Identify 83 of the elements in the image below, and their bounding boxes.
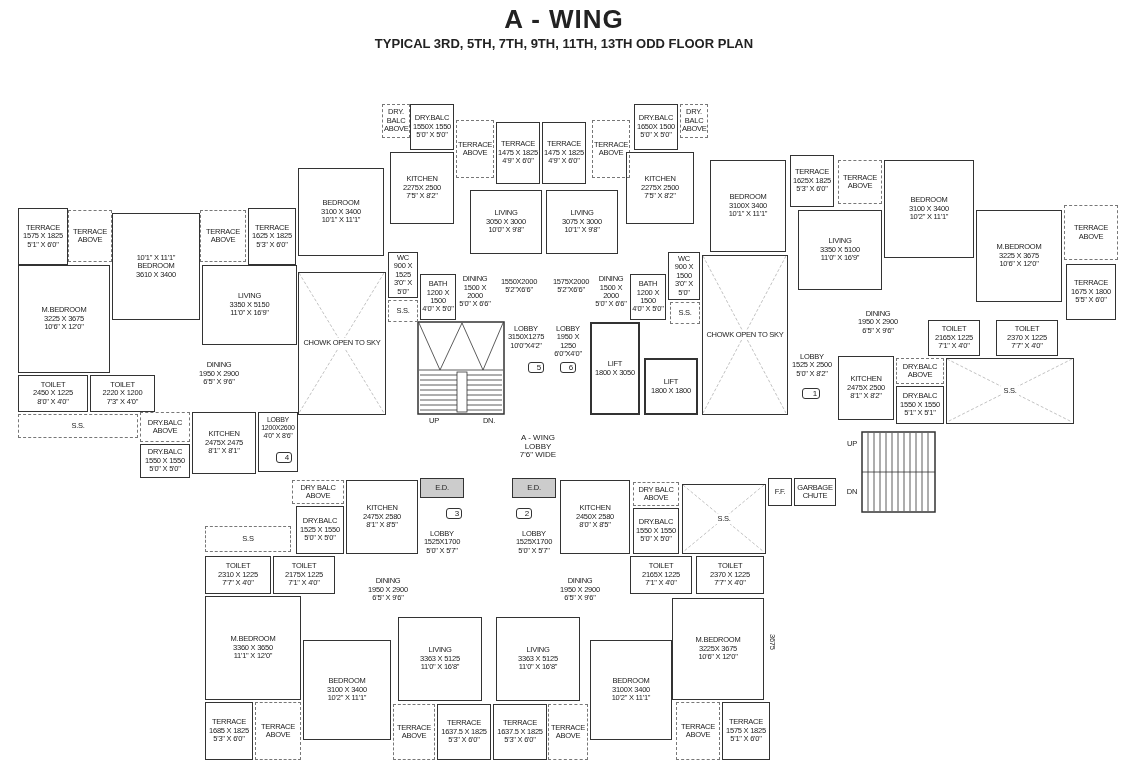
room-outline: [398, 617, 482, 701]
room-outline: [90, 375, 155, 412]
room-outline: [493, 704, 547, 760]
room-outline: [710, 160, 786, 252]
room-outline: [496, 617, 580, 701]
lobby-number-tag: 5: [528, 362, 544, 373]
room-outline: [884, 160, 974, 258]
room-outline: [560, 480, 630, 554]
room-outline: [590, 640, 672, 740]
lobby-number-tag: 2: [516, 508, 532, 519]
dashed-area-outline: [68, 210, 112, 262]
dashed-area-outline: [456, 120, 494, 178]
room-outline: [672, 598, 764, 700]
dashed-area-outline: [140, 412, 190, 442]
room-outline: [420, 274, 456, 320]
duct-area: [420, 478, 464, 498]
room-outline: [768, 478, 792, 506]
floor-plan-subtitle: TYPICAL 3RD, 5TH, 7TH, 9TH, 11TH, 13TH ODD FLOOR PLAN: [373, 36, 755, 53]
room-outline: [112, 213, 200, 320]
room-outline: [298, 168, 384, 256]
room-outline: [928, 320, 980, 356]
dashed-area-outline: [592, 120, 630, 178]
room-outline: [838, 356, 894, 420]
room-outline: [248, 208, 296, 265]
room-outline: [296, 506, 344, 554]
room-outline: [18, 208, 68, 265]
room-outline: [633, 508, 679, 554]
lobby-number-tag: 3: [446, 508, 462, 519]
room-outline: [696, 556, 764, 594]
room-outline: [496, 122, 540, 184]
dashed-area-outline: [1064, 205, 1118, 260]
dashed-area-outline: [18, 414, 138, 438]
room-outline: [630, 556, 692, 594]
dashed-area-outline: [292, 480, 344, 504]
room-outline: [205, 596, 301, 700]
room-outline: [634, 104, 678, 150]
room-outline: [205, 556, 271, 594]
room-outline: [192, 412, 256, 474]
lobby-number-tag: 4: [276, 452, 292, 463]
room-outline: [390, 152, 454, 224]
room-outline: [205, 702, 253, 760]
room-outline: [140, 444, 190, 478]
room-outline: [202, 265, 297, 345]
room-outline: [626, 152, 694, 224]
room-outline: [976, 210, 1062, 302]
room-outline: [303, 640, 391, 740]
room-outline: [546, 190, 618, 254]
room-outline: [470, 190, 542, 254]
room-outline: [794, 478, 836, 506]
room-outline: [996, 320, 1058, 356]
dashed-area-outline: [388, 300, 418, 322]
room-outline: [896, 386, 944, 424]
dashed-area-outline: [393, 704, 435, 760]
dashed-area-outline: [670, 302, 700, 324]
room-outline: [346, 480, 418, 554]
dashed-area-outline: [838, 160, 882, 204]
dashed-area-outline: [205, 526, 291, 552]
duct-area: [512, 478, 556, 498]
room-outline: [798, 210, 882, 290]
room-outline: [630, 274, 666, 320]
lobby-number-tag: 1: [802, 388, 820, 399]
dashed-area-outline: [255, 702, 301, 760]
dashed-area-outline: [896, 358, 944, 384]
dashed-area-outline: [676, 702, 720, 760]
room-outline: [437, 704, 491, 760]
room-outline: [542, 122, 586, 184]
room-outline: [1066, 264, 1116, 320]
lift-shaft: [644, 358, 698, 415]
room-outline: [273, 556, 335, 594]
lift-shaft: [590, 322, 640, 415]
room-outline: [18, 265, 110, 373]
room-outline: [18, 375, 88, 412]
room-label: A - WING LOBBY 7'6" WIDE: [518, 433, 558, 461]
room-outline: [790, 155, 834, 207]
room-outline: [668, 252, 700, 300]
dashed-area-outline: [200, 210, 246, 262]
room-outline: [258, 412, 298, 472]
title: A - WING: [503, 4, 625, 34]
room-outline: [722, 702, 770, 760]
room-outline: [388, 252, 418, 298]
dashed-area-outline: [548, 704, 588, 760]
lobby-number-tag: 6: [560, 362, 576, 373]
room-outline: [410, 104, 454, 150]
